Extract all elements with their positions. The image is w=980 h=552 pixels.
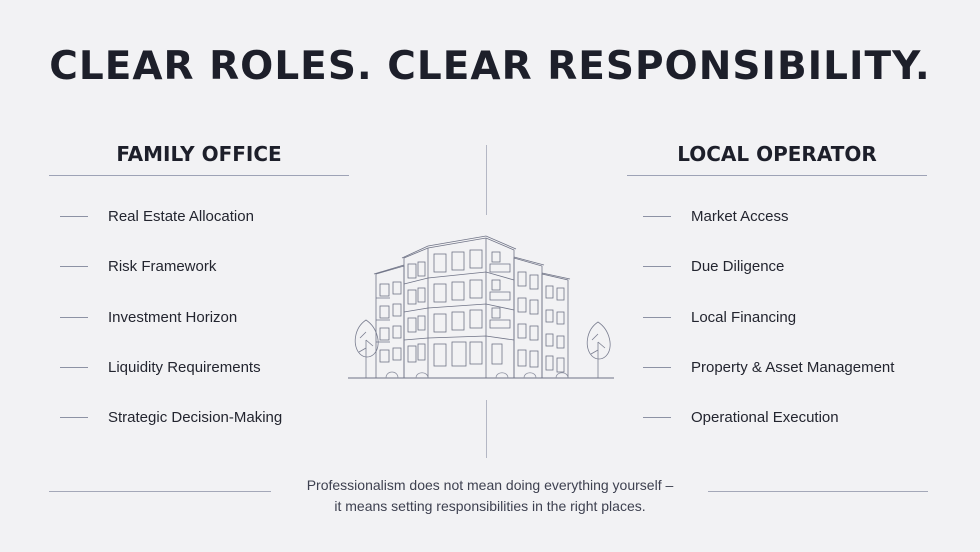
dash-icon [60, 316, 88, 318]
footer-quote-line-1: Professionalism does not mean doing ever… [306, 477, 674, 493]
list-item: Property & Asset Management [643, 347, 894, 397]
dash-icon [643, 216, 671, 217]
local-operator-heading: LOCAL OPERATOR [677, 142, 877, 166]
list-item: Due Diligence [643, 246, 894, 296]
footer-rule-left [49, 491, 271, 492]
dash-icon [60, 216, 88, 217]
list-item: Real Estate Allocation [60, 196, 282, 246]
footer-quote-line-2: it means setting responsibilities in the… [334, 498, 646, 514]
dash-icon [643, 266, 671, 268]
list-item: Risk Framework [60, 246, 282, 296]
dash-icon [60, 266, 88, 268]
dash-icon [60, 417, 88, 419]
list-item: Local Financing [643, 297, 894, 347]
dash-icon [643, 316, 671, 318]
list-item: Investment Horizon [60, 297, 282, 347]
dash-icon [643, 417, 671, 419]
dash-icon [643, 366, 671, 368]
center-divider-top [486, 145, 487, 215]
list-item: Operational Execution [643, 397, 894, 447]
slide-title: CLEAR ROLES. CLEAR RESPONSIBILITY. [49, 44, 931, 89]
dash-icon [60, 366, 88, 368]
family-office-heading-rule [49, 175, 349, 176]
center-divider-bottom [486, 400, 487, 458]
local-operator-list: Market Access Due Diligence Local Financ… [643, 196, 894, 447]
footer-rule-right [708, 491, 928, 492]
list-item: Liquidity Requirements [60, 347, 282, 397]
list-item: Strategic Decision-Making [60, 397, 282, 447]
family-office-heading: FAMILY OFFICE [116, 142, 282, 166]
list-item: Market Access [643, 196, 894, 246]
family-office-list: Real Estate Allocation Risk Framework In… [60, 196, 282, 447]
apartment-building-icon [348, 235, 614, 379]
local-operator-heading-rule [627, 175, 927, 176]
